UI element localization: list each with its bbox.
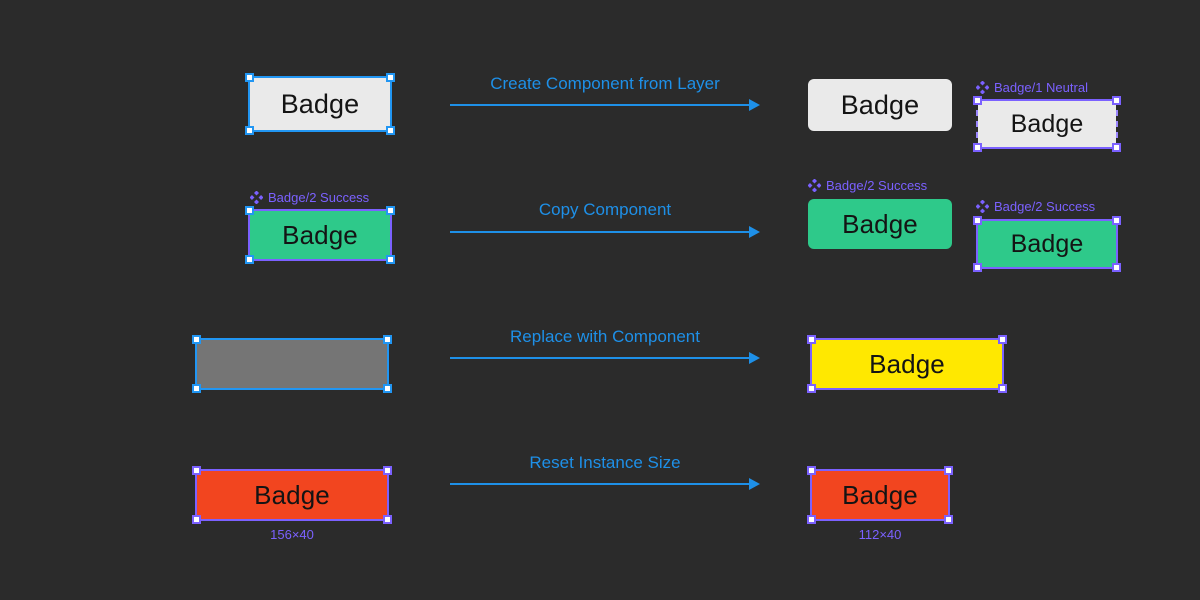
component-diamond-icon xyxy=(250,191,263,204)
badge-row2-middle[interactable]: Badge xyxy=(808,199,952,249)
arrow-head-row1 xyxy=(749,99,760,111)
arrow-label-row2: Copy Component xyxy=(538,200,672,219)
arrow-line-row1 xyxy=(450,104,750,106)
badge-row2-right[interactable]: Badge xyxy=(978,221,1116,267)
badge-row3-right[interactable]: Badge xyxy=(812,340,1002,388)
arrow-row4: Reset Instance Size xyxy=(450,453,760,490)
badge-row1-right[interactable]: Badge xyxy=(978,101,1116,147)
arrow-row1: Create Component from Layer xyxy=(450,74,760,111)
badge-row4-left[interactable]: Badge xyxy=(197,471,387,519)
arrow-line-row4 xyxy=(450,483,750,485)
component-label-text-row2-middle: Badge/2 Success xyxy=(826,178,928,193)
arrow-head-row4 xyxy=(749,478,760,490)
badge-row1-left[interactable]: Badge xyxy=(250,78,390,130)
dimension-label-row4-left: 156×40 xyxy=(270,527,314,542)
component-diamond-icon xyxy=(808,179,821,192)
component-label-row2-left[interactable]: Badge/2 Success xyxy=(250,190,369,205)
arrow-head-row3 xyxy=(749,352,760,364)
badge-row3-left[interactable] xyxy=(197,340,387,388)
badge-row4-right[interactable]: Badge xyxy=(812,471,948,519)
component-label-text-row1-right: Badge/1 Neutral xyxy=(994,80,1088,95)
arrow-row2: Copy Component xyxy=(450,200,760,238)
badge-row2-left[interactable]: Badge xyxy=(250,211,390,259)
component-diamond-icon xyxy=(976,200,989,213)
badge-row1-middle[interactable]: Badge xyxy=(808,79,952,131)
component-label-row2-middle[interactable]: Badge/2 Success xyxy=(808,178,927,193)
component-label-row2-right[interactable]: Badge/2 Success xyxy=(976,199,1095,214)
component-diamond-icon xyxy=(976,81,989,94)
component-label-row1-right[interactable]: Badge/1 Neutral xyxy=(976,80,1088,95)
component-label-text-row2-right: Badge/2 Success xyxy=(994,199,1096,214)
arrow-line-row2 xyxy=(450,231,750,233)
arrow-label-row1: Create Component from Layer xyxy=(490,74,720,93)
component-label-text-row2-left: Badge/2 Success xyxy=(268,190,370,205)
arrow-label-row4: Reset Instance Size xyxy=(529,453,681,472)
arrow-label-row3: Replace with Component xyxy=(510,327,700,346)
arrow-row3: Replace with Component xyxy=(450,327,760,364)
arrow-head-row2 xyxy=(749,226,760,238)
dimension-label-row4-right: 112×40 xyxy=(858,527,902,542)
arrow-line-row3 xyxy=(450,357,750,359)
